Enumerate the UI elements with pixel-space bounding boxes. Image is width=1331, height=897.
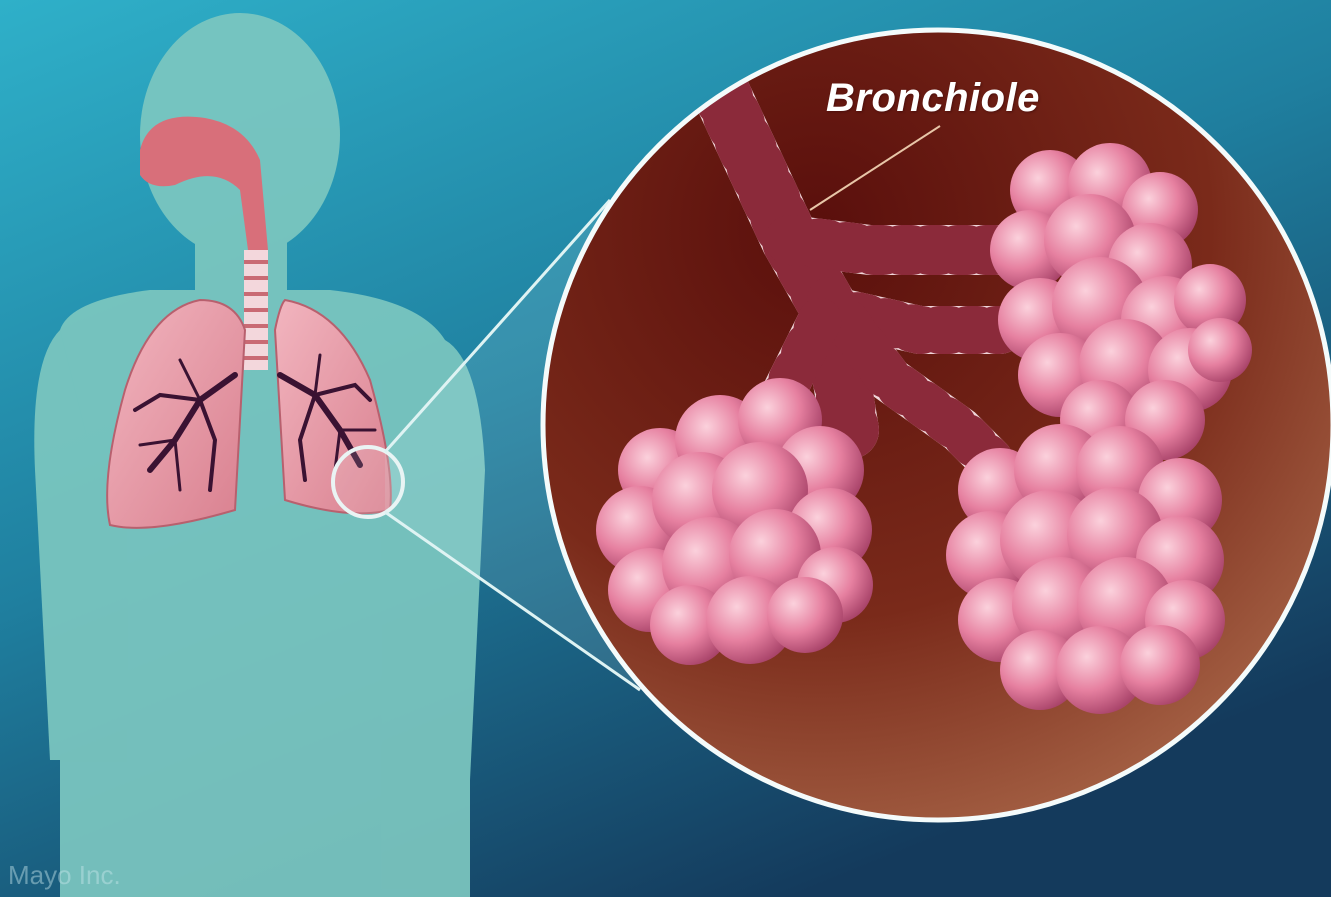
watermark: Mayo Inc. — [8, 860, 121, 891]
bronchiole-label: Bronchiole — [826, 76, 1040, 121]
zoom-view — [543, 30, 1331, 820]
